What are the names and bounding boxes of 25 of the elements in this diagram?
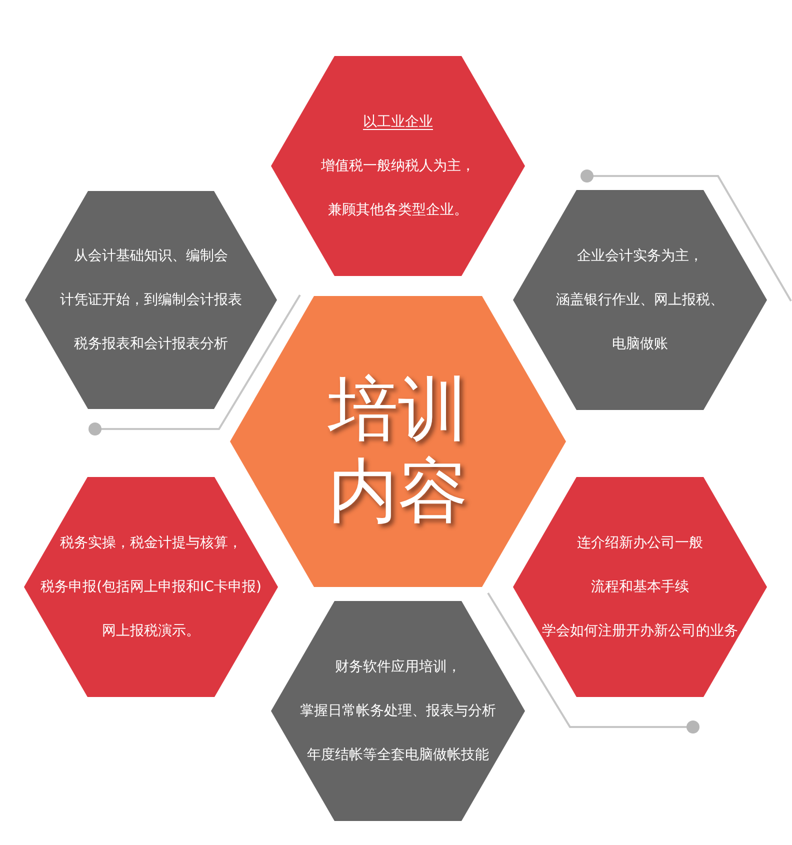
hexagon-text: 增值税一般纳税人为主， bbox=[321, 157, 475, 176]
hexagon-text: 电脑做账 bbox=[612, 335, 668, 354]
center-title: 培训内容 bbox=[326, 368, 469, 532]
hexagon-node bbox=[25, 191, 277, 409]
hexagon-node bbox=[513, 190, 767, 410]
hexagon-text: 税务申报(包括网上申报和IC卡申报) bbox=[40, 578, 262, 597]
hexagon-text: 以工业企业 bbox=[363, 113, 433, 132]
hexagon-text: 网上报税演示。 bbox=[102, 622, 200, 641]
hexagon-text: 流程和基本手续 bbox=[591, 578, 689, 597]
hexagon-text: 学会如何注册开办新公司的业务 bbox=[542, 622, 738, 641]
hexagon-text: 掌握日常帐务处理、报表与分析 bbox=[300, 702, 496, 721]
hexagon-text: 税务实操，税金计提与核算， bbox=[60, 534, 242, 553]
hexagon-text: 财务软件应用培训， bbox=[335, 658, 461, 677]
hexagon-text: 税务报表和会计报表分析 bbox=[74, 335, 228, 354]
hexagon-node bbox=[271, 56, 525, 276]
hexagon-node bbox=[513, 477, 767, 697]
hexagon-text: 年度结帐等全套电脑做帐技能 bbox=[307, 746, 489, 765]
hexagon-text: 涵盖银行作业、网上报税、 bbox=[556, 291, 724, 310]
hexagon-text: 计凭证开始，到编制会计报表 bbox=[60, 291, 242, 310]
hexagon-text: 连介绍新办公司一般 bbox=[577, 534, 703, 553]
hexagon-text: 从会计基础知识、编制会 bbox=[74, 247, 228, 266]
hexagon-text: 企业会计实务为主， bbox=[577, 247, 703, 266]
hexagon-node bbox=[24, 477, 278, 697]
hexagon-node bbox=[271, 601, 525, 821]
hexagon-text: 兼顾其他各类型企业。 bbox=[328, 201, 468, 220]
